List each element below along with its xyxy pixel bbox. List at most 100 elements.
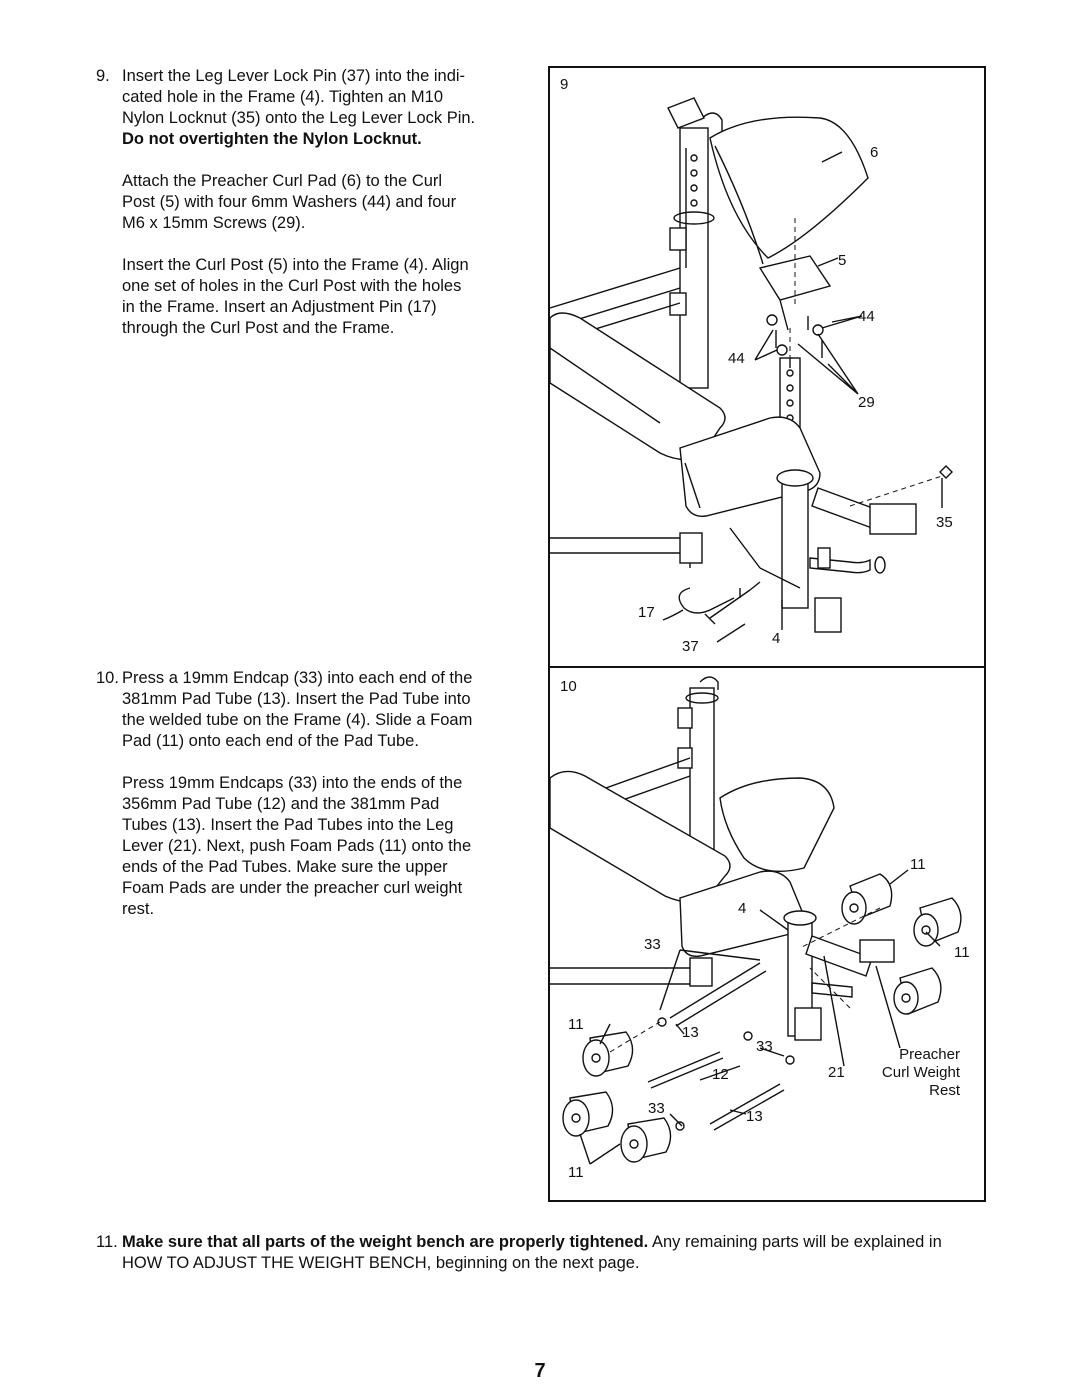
preacher-label-line: Curl Weight (881, 1064, 960, 1081)
callout-11: 11 (910, 856, 926, 873)
foam-pad (582, 1031, 634, 1077)
pad-tube-13-lower (709, 1083, 785, 1131)
figure-9-frame: 9 (548, 66, 986, 670)
figure-9-label: 9 (560, 76, 569, 93)
callout-29: 29 (858, 394, 875, 411)
step-9-number: 9. (96, 67, 110, 85)
pad-tube-13-upper (669, 962, 767, 1027)
lock-pin-thread (749, 581, 761, 591)
step-11-text: Any remaining parts will be explained in… (122, 1233, 942, 1272)
callout-12: 12 (712, 1066, 729, 1083)
step-10-body: Press a 19mm Endcap (33) into each end o… (122, 668, 526, 941)
step-9-body: Insert the Leg Lever Lock Pin (37) into … (122, 66, 526, 360)
step-9-line: Insert the Leg Lever Lock Pin (37) into … (122, 67, 466, 85)
frame-foot (814, 597, 842, 633)
step-9-line: Insert the Curl Post (5) into the Frame … (122, 256, 469, 274)
step-10-number: 10. (96, 669, 119, 687)
main-frame-tube (781, 477, 809, 609)
callout-37: 37 (682, 638, 699, 655)
screw (775, 316, 823, 368)
step-9-line: Nylon Locknut (35) onto the Leg Lever Lo… (122, 109, 476, 127)
washer (812, 324, 824, 336)
callout-5: 5 (838, 252, 847, 269)
step-9-line: through the Curl Post and the Frame. (122, 319, 395, 337)
callout-35: 35 (936, 514, 953, 531)
step-9-paragraph-2: Attach the Preacher Curl Pad (6) to the … (122, 171, 526, 234)
step-10-line: 356mm Pad Tube (12) and the 381mm Pad (122, 795, 440, 813)
step-10-line: 381mm Pad Tube (13). Insert the Pad Tube… (122, 690, 471, 708)
adjustment-pin (678, 587, 741, 614)
curl-post-bracket (758, 255, 832, 301)
endcap (675, 1121, 685, 1131)
foam-pad (913, 897, 962, 947)
callout-4: 4 (738, 900, 747, 917)
step-10-line: the welded tube on the Frame (4). Slide … (122, 711, 473, 729)
step-9-line: in the Frame. Insert an Adjustment Pin (… (122, 298, 437, 316)
locknut-guide-line (849, 475, 943, 507)
leg-lever (805, 935, 873, 977)
foam-pad (841, 873, 893, 925)
callout-33: 33 (644, 936, 661, 953)
step-11-body: Make sure that all parts of the weight b… (122, 1232, 976, 1274)
callout-44: 44 (858, 308, 875, 325)
callout-11: 11 (568, 1164, 584, 1181)
callout-17: 17 (638, 604, 655, 621)
bench-backrest-pad (550, 312, 726, 461)
callout-11: 11 (568, 1016, 584, 1033)
figure-9-drawing (550, 97, 953, 643)
step-11-warning: Make sure that all parts of the weight b… (122, 1233, 649, 1251)
frame-rails (550, 967, 700, 985)
preacher-curl-pad (719, 777, 835, 873)
rear-post-bracket (667, 97, 705, 129)
leg-lever-lock-pin (704, 589, 751, 625)
step-11-number: 11. (96, 1233, 118, 1251)
foam-pad (562, 1091, 614, 1137)
step-9-line: M6 x 15mm Screws (29). (122, 214, 306, 232)
step-10-paragraph-1: Press a 19mm Endcap (33) into each end o… (122, 668, 526, 752)
callout-13: 13 (746, 1108, 763, 1125)
nylon-locknut (939, 465, 953, 479)
step-9-paragraph-3: Insert the Curl Post (5) into the Frame … (122, 255, 526, 339)
step-10-line: Foam Pads are under the preacher curl we… (122, 879, 463, 897)
step-10-line: rest. (122, 900, 155, 918)
callout-33: 33 (756, 1038, 773, 1055)
endcap (785, 1055, 795, 1065)
callout-11: 11 (954, 944, 970, 961)
foam-pad (620, 1117, 672, 1163)
step-9-line: cated hole in the Frame (4). Tighten an … (122, 88, 444, 106)
figure-10-frame: 10 (548, 666, 986, 1202)
step-10-line: Lever (21). Next, push Foam Pads (11) on… (122, 837, 472, 855)
figure-10-drawing (550, 676, 962, 1165)
callout-6: 6 (870, 144, 879, 161)
callout-33: 33 (648, 1100, 665, 1117)
washer (766, 314, 778, 326)
rear-upright-post (689, 687, 715, 859)
step-9-line: Post (5) with four 6mm Washers (44) and … (122, 193, 457, 211)
preacher-label-line: Preacher (899, 1046, 960, 1063)
foam-pad (893, 967, 942, 1015)
step-10-line: Press 19mm Endcaps (33) into the ends of… (122, 774, 463, 792)
bench-backrest-pad (550, 770, 731, 903)
step-9-line: one set of holes in the Curl Post with t… (122, 277, 462, 295)
step-11: 11. Make sure that all parts of the weig… (96, 1232, 976, 1274)
preacher-label-line: Rest (929, 1082, 960, 1099)
frame-rails (550, 537, 691, 568)
pad-tube-12 (647, 1051, 724, 1089)
rear-upright-post (679, 127, 709, 389)
washer (776, 344, 788, 356)
step-9-line: Attach the Preacher Curl Pad (6) to the … (122, 172, 443, 190)
step-10-line: ends of the Pad Tubes. Make sure the upp… (122, 858, 448, 876)
step-10-line: Tubes (13). Insert the Pad Tubes into th… (122, 816, 454, 834)
page-number: 7 (534, 1360, 546, 1382)
step-10-line: Pad (11) onto each end of the Pad Tube. (122, 732, 419, 750)
step-10-line: Press a 19mm Endcap (33) into each end o… (122, 669, 473, 687)
step-10-paragraph-2: Press 19mm Endcaps (33) into the ends of… (122, 773, 526, 920)
endcap (743, 1031, 753, 1041)
callout-44: 44 (728, 350, 745, 367)
callout-13: 13 (682, 1024, 699, 1041)
endcap (657, 1017, 667, 1027)
preacher-curl-weight-rest-label: Preacher Curl Weight Rest (862, 1046, 960, 1100)
step-9-warning: Do not overtighten the Nylon Locknut. (122, 130, 422, 148)
frame-foot (794, 1007, 822, 1041)
callout-21: 21 (828, 1064, 845, 1081)
